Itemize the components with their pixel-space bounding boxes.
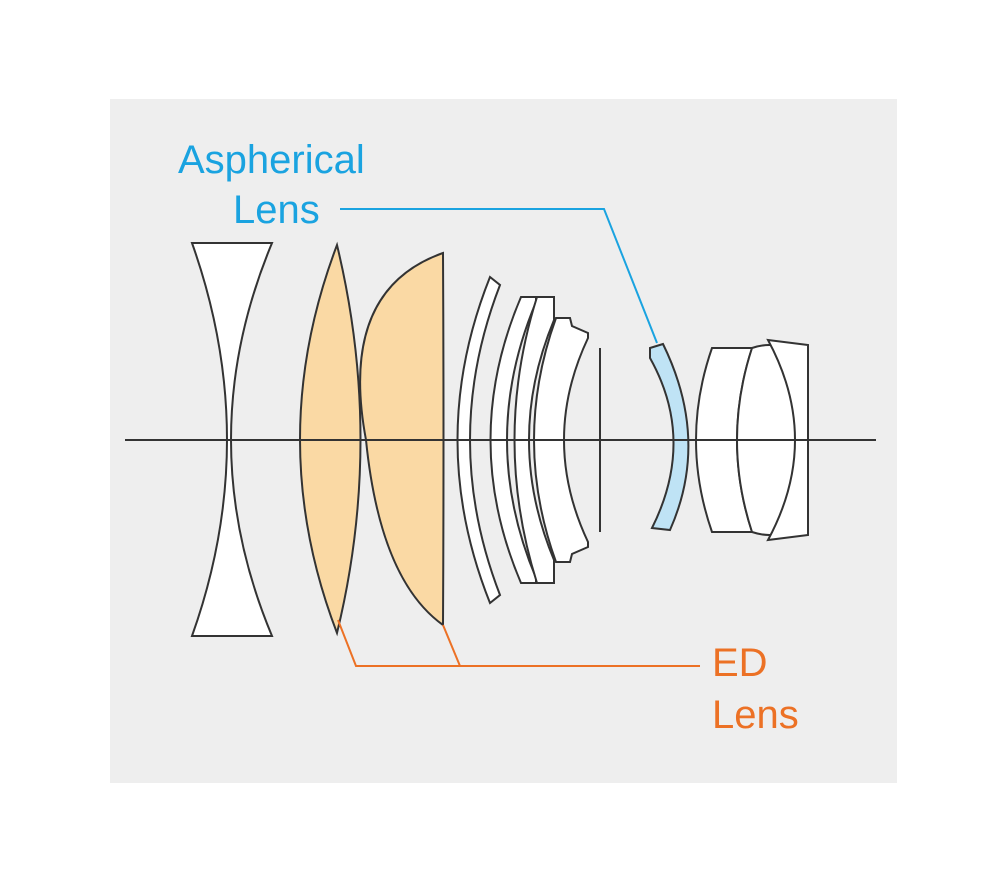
ed-label-line2: Lens [712,693,799,737]
aspherical-label-line2: Lens [233,188,320,232]
rear-group-element-3 [766,338,809,542]
ed-leader-line-2 [442,624,461,667]
ed-leader-line-1 [337,619,700,667]
aspherical-label-line1: Aspherical [178,138,365,182]
ed-label-line1: ED [712,641,768,685]
lens-element-6-meniscus [513,296,555,584]
lens-element-4-meniscus [456,275,502,605]
aspherical-lens-element [649,342,690,532]
lens-element-1-biconcave [190,242,274,637]
aspherical-leader-line [340,208,658,344]
